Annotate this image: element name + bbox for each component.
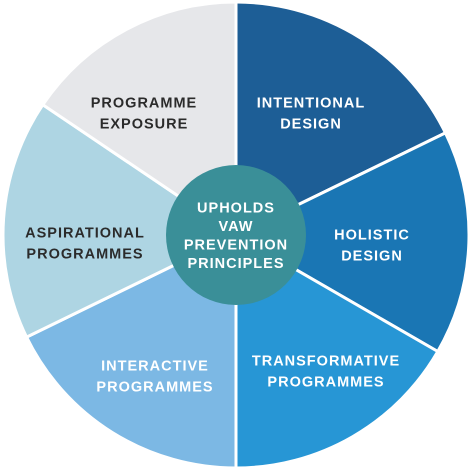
segment-interactive-programmes xyxy=(24,232,238,470)
segment-aspirational-programmes xyxy=(1,102,239,340)
segment-holistic-design xyxy=(232,130,471,354)
segment-programme-exposure xyxy=(40,0,238,238)
segment-intentional-design xyxy=(218,0,448,238)
segment-transformative-programmes xyxy=(234,232,440,470)
center-hub xyxy=(166,165,306,305)
